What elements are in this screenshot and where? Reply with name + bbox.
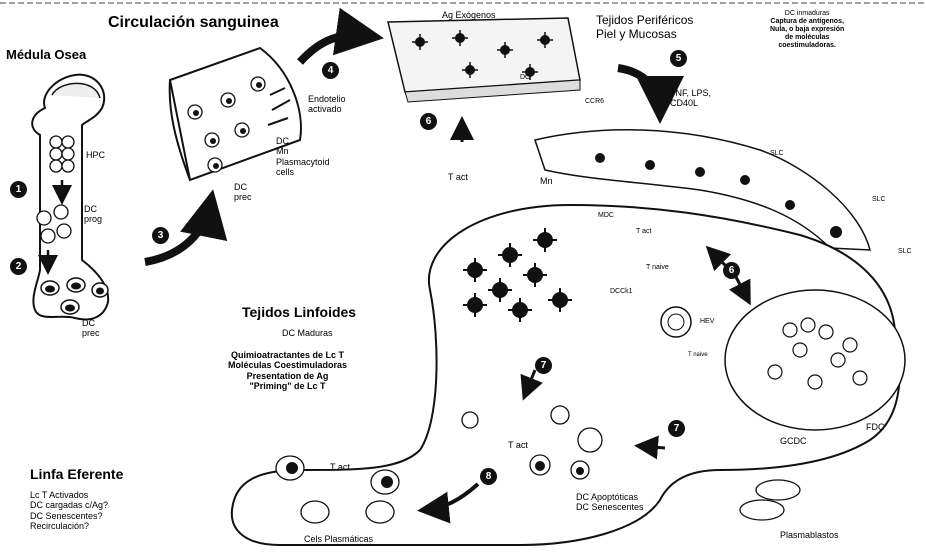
bone-marrow-title: Médula Osea <box>6 48 86 63</box>
step-badge-4: 4 <box>322 62 339 79</box>
t-naive-small-label: T naive <box>688 352 708 359</box>
mature-dc-label: DC Maduras <box>282 328 333 338</box>
lymphoid-tissues-title: Tejidos Linfoides <box>242 304 356 320</box>
dcck1-label: DCCk1 <box>610 288 633 296</box>
efferent-lymph-title: Linfa Eferente <box>30 466 123 482</box>
circulation-title: Circulación sanguinea <box>108 14 279 32</box>
fdc-label: FDC <box>866 422 885 432</box>
exogenous-ag-label: Ag Exógenos <box>442 10 496 20</box>
slc-label-3: SLC <box>898 248 912 256</box>
step-badge-6-node: 6 <box>723 262 740 279</box>
step-badge-7-b: 7 <box>668 420 685 437</box>
immature-dc-label: DC inmaduras Captura de antígenos, Nula,… <box>770 10 844 50</box>
plasma-cells-label: Cels Plasmáticas <box>304 534 373 544</box>
ccr6-label: CCR6 <box>585 98 604 106</box>
arrow-7-b <box>640 446 665 448</box>
t-act-top-label: T act <box>448 172 468 182</box>
mn-label: Mn <box>540 176 553 186</box>
bone-marrow <box>32 75 108 320</box>
arrow-step-5 <box>618 68 660 108</box>
step-badge-6-top: 6 <box>420 113 437 130</box>
mdc-label: MDC <box>598 212 614 220</box>
tnf-label: TNF, LPS,CD40L <box>670 88 711 109</box>
t-naive-label: T naive <box>646 264 669 272</box>
hpc-label: HPC <box>86 150 105 160</box>
step-badge-8: 8 <box>480 468 497 485</box>
step-badge-5: 5 <box>670 50 687 67</box>
step-badge-1: 1 <box>10 181 27 198</box>
step-badge-7-a: 7 <box>535 357 552 374</box>
peripheral-tissue <box>388 18 580 102</box>
slc-label-2: SLC <box>872 196 886 204</box>
hev-label: HEV <box>700 318 714 326</box>
dc-small-label: DC <box>520 74 530 82</box>
arrow-step-4 <box>300 35 368 62</box>
gcdc-label: GCDC <box>780 436 807 446</box>
t-act-efferent-label: T act <box>330 462 350 472</box>
step-badge-3: 3 <box>152 227 169 244</box>
t-act-mid-label: T act <box>636 228 651 236</box>
plasmablasts-label: Plasmablastos <box>780 530 839 540</box>
step-badge-2: 2 <box>10 258 27 275</box>
t-act-low-label: T act <box>508 440 528 450</box>
slc-label-1: SLC <box>770 150 784 158</box>
